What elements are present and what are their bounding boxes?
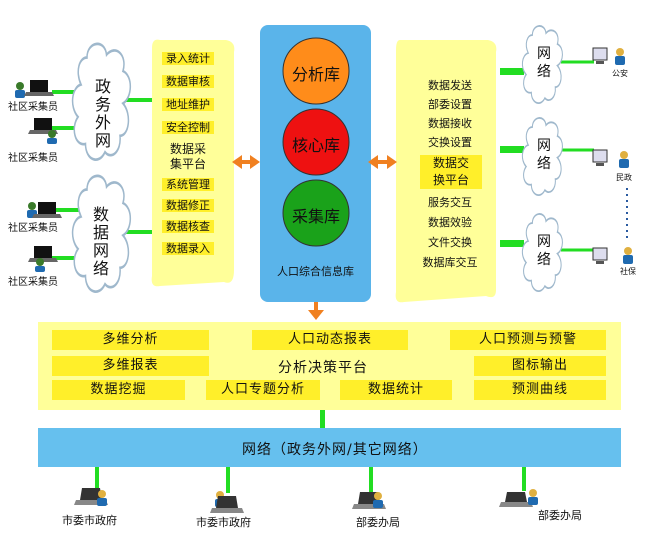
cloud-gov-extranet-label: 政 务 外 网 [94, 77, 111, 150]
analysis-platform-title: 分析决策平台 [278, 360, 368, 376]
cloud-data-network-label: 数 据 网 络 [92, 205, 109, 278]
circle-analysis-db [282, 37, 350, 105]
analysis-item-data-mining: 数据挖掘 [52, 380, 185, 400]
bottom-node-label-1: 市委市政府 [62, 514, 117, 527]
exchange-item-validate: 数据效验 [428, 216, 472, 229]
collector-icon-4 [28, 246, 58, 272]
exchange-item-database: 数据库交互 [422, 256, 478, 269]
exchange-item-ministry: 部委设置 [428, 98, 472, 111]
collector-icon-2 [28, 118, 58, 144]
analysis-network-link [320, 410, 325, 428]
analysis-item-forecast-warning: 人口预测与预警 [450, 330, 606, 350]
exchange-item-send: 数据发送 [428, 79, 472, 92]
network-bar-label: 网络（政务外网/其它网络） [242, 442, 428, 458]
collector-icon-3 [27, 202, 62, 218]
network-bar-bg [38, 428, 621, 467]
bottom-icon-2 [210, 491, 244, 513]
analysis-item-chart-output: 图标输出 [474, 356, 606, 376]
analysis-item-topic: 人口专题分析 [206, 380, 320, 400]
collector-icon-1 [15, 80, 54, 98]
collector-label-3: 社区采集员 [8, 223, 58, 234]
analysis-item-multidim-report: 多维报表 [52, 356, 209, 376]
bottom-icon-3 [352, 492, 386, 509]
collection-item-data-entry: 数据录入 [162, 242, 214, 255]
bottom-node-label-3: 部委办局 [356, 516, 400, 529]
collector-label-4: 社区采集员 [8, 277, 58, 288]
analysis-item-multidim: 多维分析 [52, 330, 209, 350]
core-db-label: 核心库 [291, 136, 340, 155]
exchange-item-receive: 数据接收 [428, 117, 472, 130]
collector-label-2: 社区采集员 [8, 153, 58, 164]
bottom-node-label-4: 部委办局 [538, 509, 582, 522]
collection-item-sys-admin: 系统管理 [162, 178, 214, 191]
circle-collection-db [282, 179, 350, 247]
bottom-icon-1 [74, 488, 108, 506]
bottom-icon-4 [499, 489, 538, 507]
circle-core-db [282, 108, 350, 176]
cloud-network-2-label: 网 络 [537, 138, 551, 172]
cloud-network-3-label: 网 络 [537, 234, 551, 268]
collection-db-label: 采集库 [291, 207, 340, 226]
exchange-item-service: 服务交互 [428, 196, 472, 209]
collection-platform-title: 数据采 集平台 [169, 142, 206, 171]
arrow-collection-db [232, 155, 260, 169]
agency-label-police: 公安 [612, 69, 628, 78]
bottom-connectors [95, 467, 526, 493]
collection-item-data-audit: 数据审核 [162, 75, 214, 88]
collector-label-1: 社区采集员 [8, 102, 58, 113]
analysis-item-statistics: 数据统计 [340, 380, 452, 400]
collection-item-data-check: 数据核查 [162, 220, 214, 233]
analysis-db-label: 分析库 [291, 65, 340, 84]
agency-label-civil: 民政 [616, 173, 632, 182]
collection-item-data-fix: 数据修正 [162, 199, 214, 212]
collection-item-address: 地址维护 [162, 98, 214, 111]
exchange-item-file: 文件交换 [428, 236, 472, 249]
bottom-node-label-2: 市委市政府 [196, 516, 251, 529]
cloud-network-1-label: 网 络 [537, 46, 551, 80]
agency-label-social: 社保 [620, 267, 636, 276]
agency-icon-police [592, 47, 625, 65]
collection-item-security: 安全控制 [162, 121, 214, 134]
database-column-caption: 人口综合信息库 [277, 265, 354, 278]
analysis-item-dynamic-report: 人口动态报表 [252, 330, 408, 350]
exchange-platform-title: 数据交 换平台 [420, 155, 482, 189]
agency-icon-social [592, 247, 633, 264]
collection-item-entry-stats: 录入统计 [162, 52, 214, 65]
arrow-db-exchange [368, 155, 397, 169]
exchange-item-settings: 交换设置 [428, 136, 472, 149]
right-connectors [500, 60, 594, 252]
arrow-db-analysis [308, 302, 324, 320]
agency-icon-civil [592, 149, 629, 168]
analysis-item-forecast-curve: 预测曲线 [474, 380, 606, 400]
